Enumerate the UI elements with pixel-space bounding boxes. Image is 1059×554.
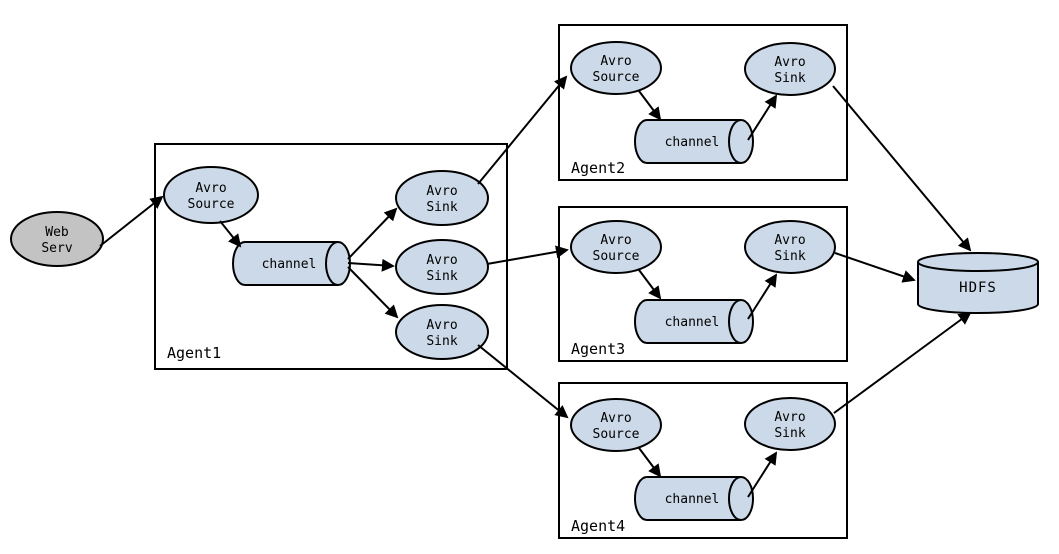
agent4-label: Agent4 [571,517,625,535]
agent1-avro-sink2-node: Avro Sink [395,239,489,295]
agent2-avro-sink-label-line1: Avro [774,55,805,70]
agent3-channel-node: channel [634,299,754,344]
agent1-avro-sink1-node: Avro Sink [395,170,489,226]
agent4-avro-sink-label-line1: Avro [774,410,805,425]
edge-agent1-sink1-to-agent2-source [477,75,568,185]
agent3-box [558,206,848,362]
hdfs-label: HDFS [959,280,997,296]
agent3-avro-source-label-line2: Source [593,249,640,264]
agent1-avro-sink2-label-line1: Avro [426,253,457,268]
agent3-avro-source-node: Avro Source [570,220,662,274]
agent2-channel-node: channel [634,119,754,164]
agent3-avro-sink-label-line2: Sink [774,249,805,264]
edge-agent1-channel-to-sink2 [347,258,395,272]
agent1-channel-body [232,241,338,286]
agent1-avro-sink3-node: Avro Sink [395,304,489,360]
agent3-channel-label: channel [665,315,720,330]
agent2-avro-source-label-line2: Source [593,70,640,85]
agent2-channel-label: channel [665,135,720,150]
agent1-avro-sink3-label-line1: Avro [426,318,457,333]
edge-webserver-to-agent1-source [99,195,164,247]
agent1-avro-sink1-ellipse [395,170,489,226]
web-server-ellipse [10,211,104,267]
edge-agent2-sink-to-hdfs [832,85,972,252]
edge-agent3-sink-to-hdfs [834,252,916,283]
web-server-label-line2: Serv [41,241,72,256]
agent3-avro-sink-node: Avro Sink [744,220,836,274]
agent4-avro-source-node: Avro Source [570,398,662,452]
agent1-avro-sink3-ellipse [395,304,489,360]
edge-agent3-channel-to-sink [747,273,778,320]
edge-agent2-source-to-channel [638,90,662,121]
web-server-node: Web Serv [10,211,104,267]
agent4-avro-sink-ellipse [744,397,836,451]
edge-agent2-channel-to-sink [747,94,778,141]
agent3-channel-body [634,299,741,344]
agent2-avro-sink-label-line2: Sink [774,71,805,86]
edge-agent3-source-to-channel [638,269,662,300]
agent1-label: Agent1 [167,344,221,362]
agent1-channel-node: channel [232,241,351,286]
edge-agent4-source-to-channel [638,447,662,478]
hdfs-node: HDFS [917,252,1039,314]
agent2-channel-cap [728,119,754,164]
agent1-avro-sink1-label-line1: Avro [426,184,457,199]
edge-agent1-sink2-to-agent3-source [486,245,569,265]
hdfs-cylinder-body [917,262,1039,314]
agent1-avro-sink1-label-line2: Sink [426,200,457,215]
agent4-channel-label: channel [665,492,720,507]
agent4-channel-cap [728,476,754,521]
edge-agent1-channel-to-sink1 [347,207,398,260]
agent3-avro-source-ellipse [570,220,662,274]
agent2-avro-source-node: Avro Source [570,41,662,95]
agent2-avro-sink-node: Avro Sink [744,42,836,96]
agent1-avro-source-label-line1: Avro [195,181,226,196]
agent4-channel-body [634,476,741,521]
agent2-label: Agent2 [571,159,625,177]
agent4-box [558,382,848,539]
agent3-label: Agent3 [571,340,625,358]
agent2-avro-source-ellipse [570,41,662,95]
agent2-channel-body [634,119,741,164]
agent4-avro-source-ellipse [570,398,662,452]
agent4-channel-node: channel [634,476,754,521]
edge-agent4-channel-to-sink [747,451,778,498]
agent1-avro-sink2-label-line2: Sink [426,269,457,284]
agent2-avro-source-label-line1: Avro [600,54,631,69]
edge-agent1-source-to-channel [219,220,242,248]
edge-agent1-sink3-to-agent4-source [477,344,569,419]
agent1-avro-sink3-label-line2: Sink [426,334,457,349]
agent3-avro-source-label-line1: Avro [600,233,631,248]
agent1-channel-label: channel [262,257,317,272]
agent1-avro-sink2-ellipse [395,239,489,295]
agent4-avro-source-label-line2: Source [593,427,640,442]
web-server-label-line1: Web [45,225,69,240]
edge-agent1-channel-to-sink3 [347,266,399,319]
agent4-avro-source-label-line1: Avro [600,411,631,426]
agent1-avro-source-node: Avro Source [163,166,259,224]
edge-agent4-sink-to-hdfs [833,311,972,414]
agent2-avro-sink-ellipse [744,42,836,96]
agent4-avro-sink-label-line2: Sink [774,426,805,441]
agent3-avro-sink-label-line1: Avro [774,233,805,248]
agent1-box [154,143,508,370]
agent3-avro-sink-ellipse [744,220,836,274]
agent1-avro-source-label-line2: Source [188,197,235,212]
agent3-channel-cap [728,299,754,344]
agent1-channel-cap [325,241,351,286]
agent1-avro-source-ellipse [163,166,259,224]
agent4-avro-sink-node: Avro Sink [744,397,836,451]
hdfs-cylinder-top [917,252,1039,272]
